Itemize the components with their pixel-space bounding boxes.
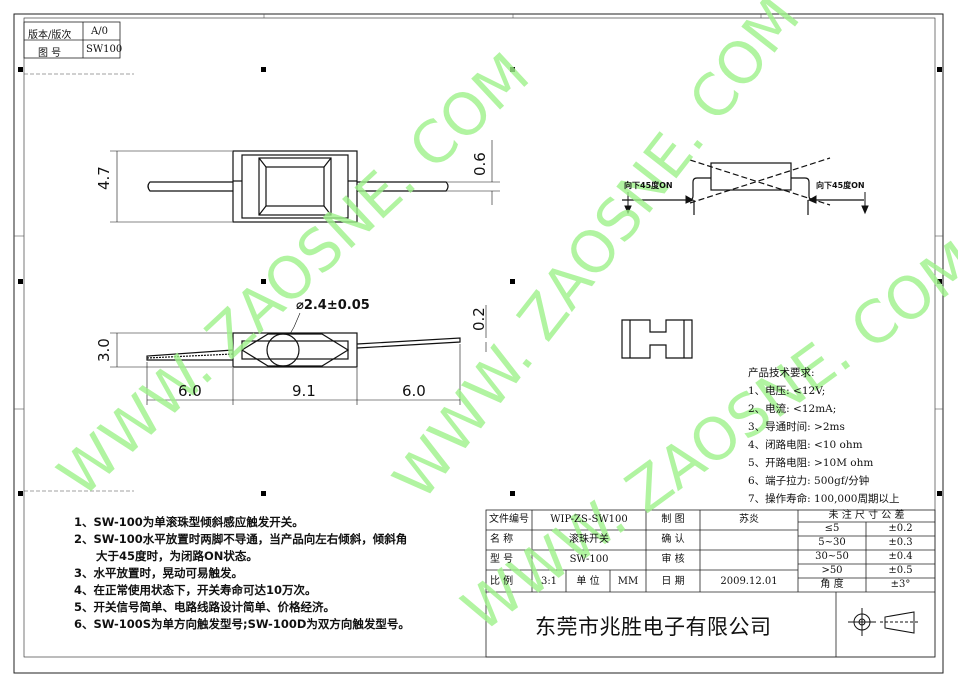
dim-left-lead: 6.0 — [178, 382, 202, 400]
note-item: 1、SW-100为单滚珠型倾斜感应触发开关。 — [74, 515, 304, 529]
note-item: 6、SW-100S为单方向触发型号;SW-100D为双方向触发型号。 — [74, 617, 410, 631]
requirement-item: 1、电压: <12V; — [748, 385, 826, 397]
dim-height-top: 4.7 — [95, 166, 113, 190]
dim-body-length: 9.1 — [292, 382, 316, 400]
requirements-list: 产品技术要求: 1、电压: <12V; 2、电流: <12mA; 3、导通时间:… — [748, 364, 899, 508]
requirement-item: 6、端子拉力: 500gf/分钟 — [748, 475, 870, 487]
unit-value: MM — [617, 576, 639, 587]
version-label: 版本/版次 — [28, 30, 72, 41]
side-view-dims — [110, 305, 487, 405]
outer-border — [13, 13, 944, 674]
registration-marks — [18, 67, 942, 496]
tolerance-range: >50 — [821, 565, 843, 576]
tolerance-value: ±0.2 — [888, 523, 913, 534]
tolerance-value: ±0.5 — [888, 565, 913, 576]
revision-block — [23, 21, 121, 59]
drawing-no-label: 图 号 — [38, 48, 62, 59]
tolerance-value: ±0.3 — [888, 537, 913, 548]
unit-label: 单 位 — [576, 576, 600, 587]
company-name: 东莞市兆胜电子有限公司 — [535, 615, 772, 639]
tolerance-range: ≤5 — [824, 523, 840, 534]
requirement-item: 3、导通时间: >2ms — [748, 421, 845, 433]
requirement-item: 2、电流: <12mA; — [748, 403, 837, 415]
model-label: 型 号 — [490, 554, 514, 565]
side-view — [146, 332, 461, 368]
title-block-lines — [485, 509, 936, 658]
tolerance-range: 5~30 — [818, 537, 846, 548]
dim-pin-thickness: 0.2 — [470, 307, 488, 331]
drawn-value: 苏炎 — [739, 514, 759, 525]
version-value: A/0 — [91, 26, 108, 37]
drawing-no-value: SW100 — [86, 44, 123, 55]
requirement-item: 5、开路电阻: >10M ohm — [748, 457, 874, 469]
note-item: 3、水平放置时，晃动可易触发。 — [74, 566, 243, 580]
scale-label: 比 例 — [490, 576, 514, 587]
tilt-label-right: 向下45度ON — [816, 181, 865, 190]
inner-border — [23, 17, 936, 658]
tilt-label-left: 向下45度ON — [624, 181, 673, 190]
projection-symbol — [848, 608, 920, 636]
name-label: 名 称 — [490, 534, 514, 545]
note-item: 2、SW-100水平放置时两脚不导通，当产品向左右倾斜，倾斜角 — [74, 532, 408, 546]
dim-height-side: 3.0 — [95, 338, 113, 362]
review-label: 审 核 — [661, 554, 685, 565]
notes-list: 1、SW-100为单滚珠型倾斜感应触发开关。 2、SW-100水平放置时两脚不导… — [74, 514, 410, 633]
note-item: 5、开关信号简单、电路线路设计简单、价格经济。 — [74, 600, 335, 614]
file-no-value: WIP-ZS-SW100 — [550, 514, 628, 525]
date-label: 日 期 — [661, 576, 685, 587]
tolerance-title: 未 注 尺 寸 公 差 — [828, 510, 905, 521]
scale-value: 3:1 — [540, 576, 558, 587]
tolerance-value: ±0.4 — [888, 551, 913, 562]
dim-thickness-top: 0.6 — [471, 152, 489, 176]
name-value: 滚珠开关 — [569, 534, 609, 545]
tolerance-range: 30~50 — [815, 551, 849, 562]
zone-markers — [14, 14, 943, 410]
drawn-label: 制 图 — [661, 514, 685, 525]
tolerance-value: ±3° — [890, 579, 911, 590]
dim-right-lead: 6.0 — [402, 382, 426, 400]
requirements-title: 产品技术要求: — [748, 367, 815, 379]
file-no-label: 文件编号 — [489, 514, 529, 525]
confirm-label: 确 认 — [661, 534, 685, 545]
note-item: 4、在正常使用状态下，开关寿命可达10万次。 — [74, 583, 317, 597]
tolerance-range: 角 度 — [820, 579, 844, 590]
date-value: 2009.12.01 — [720, 576, 778, 587]
model-value: SW-100 — [569, 554, 609, 565]
top-view-dims — [110, 140, 500, 223]
tilt-arrows — [624, 192, 869, 215]
dim-ball-diameter: ⌀2.4±0.05 — [296, 298, 370, 313]
requirement-item: 7、操作寿命: 100,000周期以上 — [748, 493, 900, 505]
end-view — [621, 319, 693, 359]
requirement-item: 4、闭路电阻: <10 ohm — [748, 439, 863, 451]
note-item: 大于45度时，为闭路ON状态。 — [96, 549, 258, 563]
